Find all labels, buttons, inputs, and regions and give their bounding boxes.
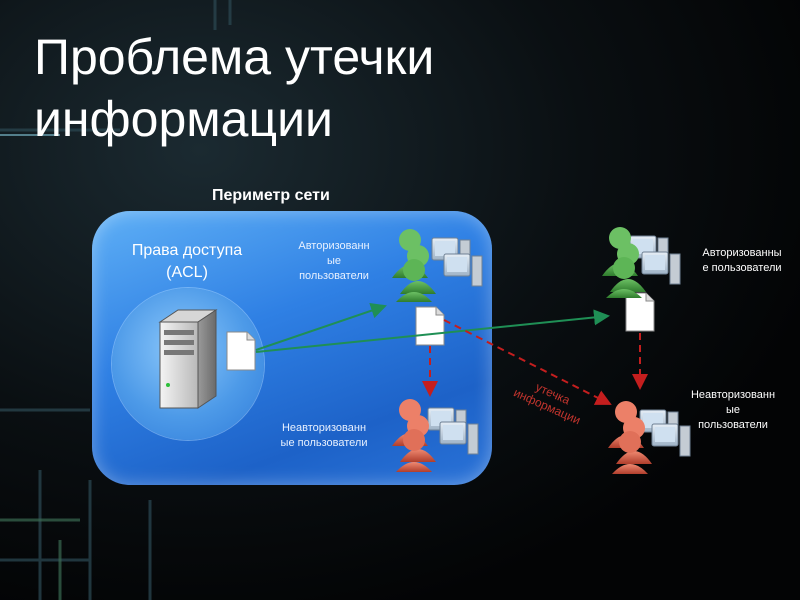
authorized-users-icon-outer [602,227,680,298]
outer-unauthorized-line-1: Неавторизованн [691,389,775,401]
document-icon-inner-users [416,307,444,345]
outer-authorized-users-label: Авторизованны е пользователи [684,246,800,276]
inner-unauthorized-line-1: Неавторизованн [282,422,366,434]
document-icon-outer-users [626,293,654,331]
outer-unauthorized-line-2: ые [726,404,740,416]
document-icon-server [227,332,255,370]
inner-authorized-users-label: Авторизованн ые пользователи [282,239,386,284]
outer-authorized-line-2: е пользователи [702,262,781,274]
inner-unauthorized-users-label: Неавторизованн ые пользователи [262,421,386,451]
inner-authorized-line-3: пользователи [299,270,369,282]
unauthorized-users-icon-inner [392,399,478,472]
outer-unauthorized-users-label: Неавторизованн ые пользователи [670,388,796,433]
server-icon [160,310,216,408]
outer-unauthorized-line-3: пользователи [698,419,768,431]
outer-authorized-line-1: Авторизованны [702,247,781,259]
inner-authorized-line-2: ые [327,255,341,267]
inner-unauthorized-line-2: ые пользователи [281,437,368,449]
inner-authorized-line-1: Авторизованн [298,240,369,252]
access-arrow-to-authorized [256,306,385,350]
authorized-users-icon-inner [392,229,482,302]
